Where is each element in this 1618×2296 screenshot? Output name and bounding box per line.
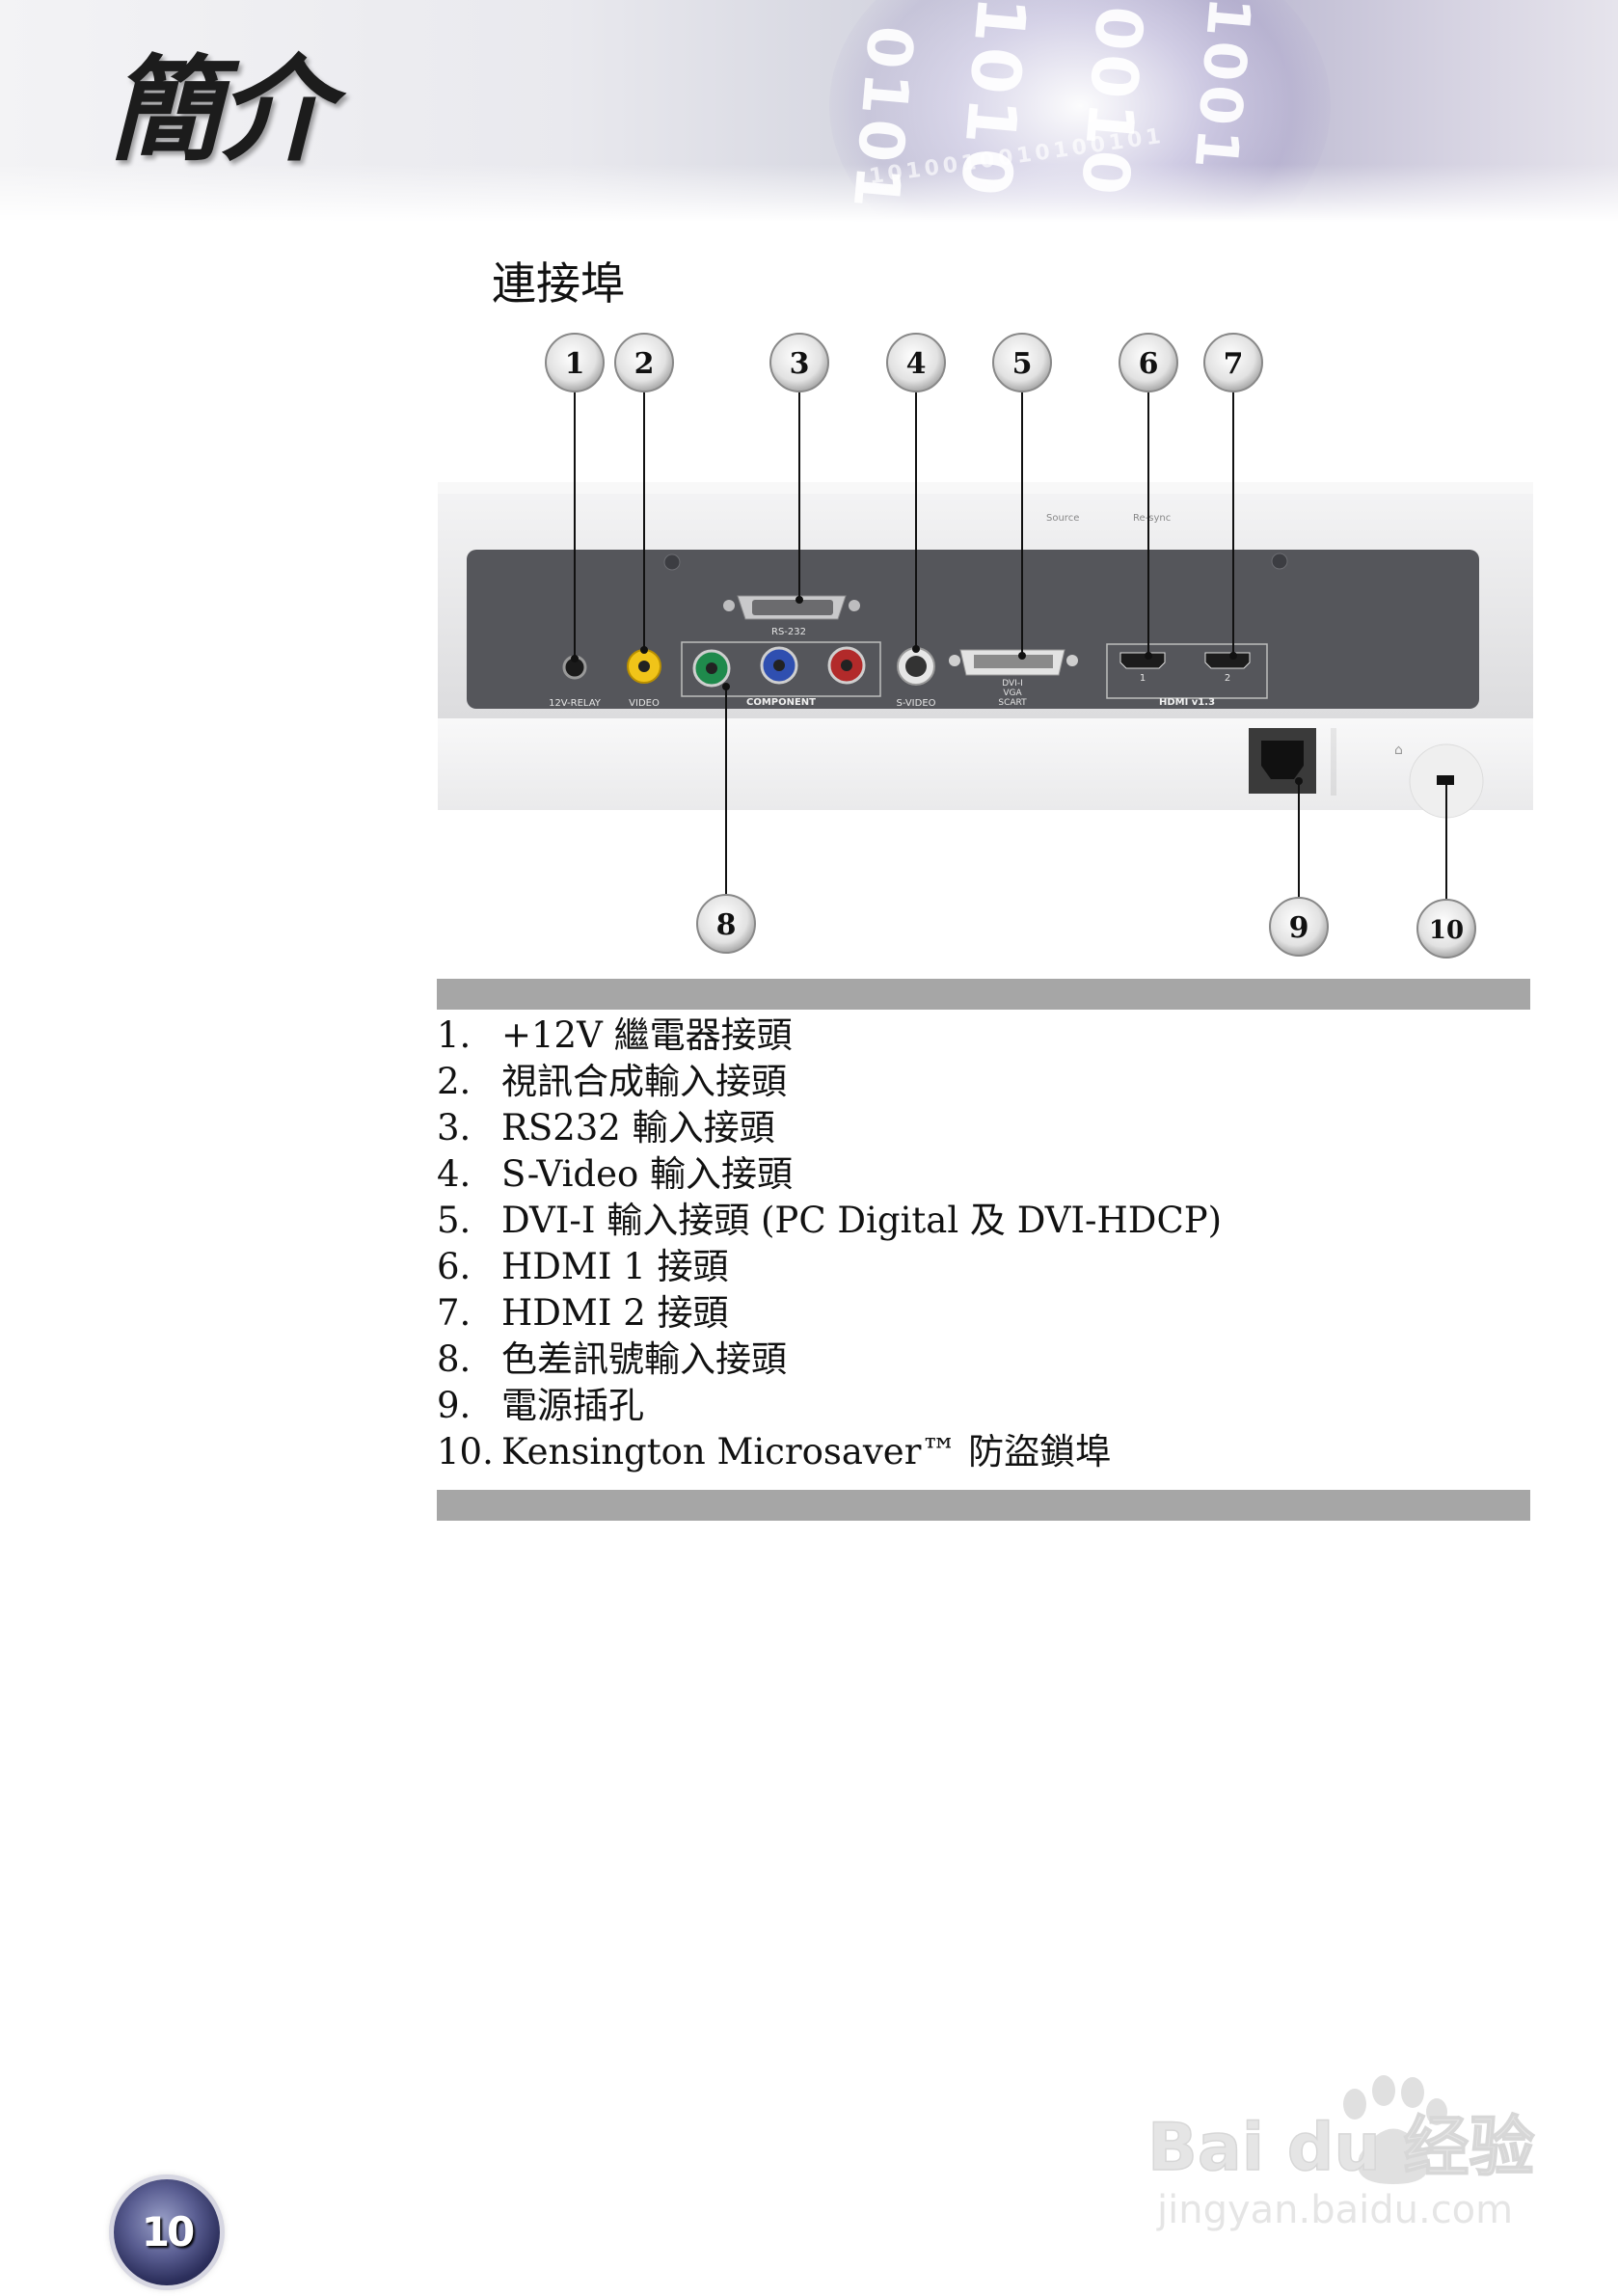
callout-7: 7 (1204, 334, 1262, 392)
component-label: COMPONENT (746, 697, 816, 708)
svg-text:8: 8 (716, 908, 737, 942)
list-item-number: 4. (437, 1151, 471, 1198)
list-item-text: +12V 繼電器接頭 (501, 1013, 793, 1059)
list-item-number: 10. (437, 1429, 494, 1475)
list-item-number: 2. (437, 1059, 471, 1105)
list-item-number: 7. (437, 1290, 471, 1337)
callout-5: 5 (993, 334, 1051, 392)
connector-panel (467, 550, 1479, 709)
callout-10: 10 (1417, 900, 1475, 958)
dvi-label: DVI-I (1002, 679, 1023, 689)
list-bottom-rule (437, 1490, 1530, 1521)
callout-2: 2 (615, 334, 673, 392)
list-item-number: 3. (437, 1105, 471, 1151)
panel-screw-right (1272, 554, 1287, 569)
list-item-number: 9. (437, 1383, 471, 1429)
svg-text:5: 5 (1012, 347, 1033, 381)
lock-icon: ⌂ (1394, 743, 1403, 758)
callout-1: 1 (546, 334, 604, 392)
list-item-number: 8. (437, 1337, 471, 1383)
baidu-watermark: Bai du 经验 jingyan.baidu.com (1147, 2044, 1552, 2237)
svg-text:6: 6 (1139, 347, 1159, 381)
callout-8: 8 (697, 895, 755, 953)
list-item-text: HDMI 1 接頭 (501, 1244, 729, 1290)
projector-top-edge (438, 482, 1533, 494)
callout-9: 9 (1270, 898, 1328, 956)
list-item-text: 視訊合成輸入接頭 (501, 1059, 787, 1105)
rs232-label: RS-232 (771, 627, 806, 637)
list-item-number: 5. (437, 1198, 471, 1244)
hdmi-1-label: 1 (1140, 673, 1146, 684)
hdmi-2-label: 2 (1225, 673, 1230, 684)
video-label: VIDEO (629, 698, 660, 709)
resync-button-label: Re-sync (1133, 513, 1171, 524)
list-item-text: S-Video 輸入接頭 (501, 1151, 793, 1198)
header-banner: 0101 1010 0010 1001 1010010010100101 簡介 (0, 0, 1618, 222)
svideo-label: S-VIDEO (896, 698, 935, 709)
list-item-text: RS232 輸入接頭 (501, 1105, 775, 1151)
callout-6: 6 (1119, 334, 1177, 392)
svg-text:3: 3 (790, 347, 810, 381)
list-item-text: DVI-I 輸入接頭 (PC Digital 及 DVI-HDCP) (501, 1198, 1222, 1244)
panel-screw-left (664, 554, 680, 570)
hdmi-version-label: HDMI v1.3 (1159, 697, 1215, 708)
svg-text:2: 2 (634, 347, 655, 381)
page-number: 10 (114, 2179, 220, 2285)
svg-text:7: 7 (1224, 347, 1244, 381)
connection-ports-diagram: Source Re-sync RS-232 12V-RELAY VIDEO CO… (434, 328, 1543, 964)
hdmi-1-port (1120, 653, 1165, 668)
svg-text:1: 1 (565, 347, 585, 381)
vga-label: VGA (1003, 689, 1022, 698)
section-title: 連接埠 (492, 249, 625, 312)
relay-label: 12V-RELAY (549, 698, 602, 709)
page-number-badge: 10 (114, 2179, 220, 2285)
watermark-brand: Bai du 经验 (1147, 2110, 1534, 2186)
svg-text:10: 10 (1429, 916, 1464, 945)
page-title: 簡介 (108, 17, 328, 182)
watermark-url: jingyan.baidu.com (1156, 2188, 1513, 2232)
list-item-text: Kensington Microsaver™ 防盜鎖埠 (501, 1429, 1111, 1475)
callout-3: 3 (770, 334, 828, 392)
scart-label: SCART (998, 698, 1027, 708)
list-item-text: 電源插孔 (501, 1383, 644, 1429)
svg-text:9: 9 (1289, 911, 1309, 945)
list-item-number: 6. (437, 1244, 471, 1290)
list-item-number: 1. (437, 1013, 471, 1059)
hdmi-2-port (1205, 653, 1250, 668)
list-top-rule (437, 979, 1530, 1010)
list-item-text: HDMI 2 接頭 (501, 1290, 729, 1337)
callout-4: 4 (887, 334, 945, 392)
source-button-label: Source (1046, 513, 1079, 524)
list-item-text: 色差訊號輸入接頭 (501, 1337, 787, 1383)
svg-text:4: 4 (906, 347, 927, 381)
